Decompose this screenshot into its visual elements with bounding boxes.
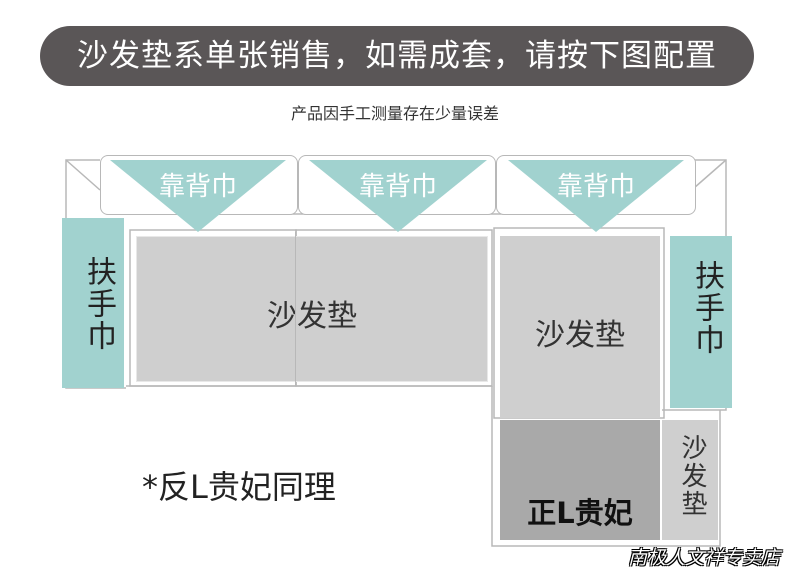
main-seat-cushion: 沙发垫 [136,236,488,382]
cushion-label: 沙发垫 [535,318,625,353]
teal-triangle-shape [508,160,684,232]
seat-divider [295,232,296,386]
backrest-label: 靠背巾 [358,172,437,202]
store-watermark: 南极人文祥专卖店 [627,547,780,569]
measurement-note: 产品因手工测量存在少量误差 [290,104,499,123]
backrest-towel-2: 靠背巾 [309,160,487,232]
teal-triangle-shape [110,160,286,232]
armrest-label: 扶手巾 [81,256,116,352]
chaise-seat-cushion: 沙发垫 [500,236,660,418]
title-banner: 沙发垫系单张销售，如需成套，请按下图配置 [40,26,754,86]
cushion-label: 沙发垫 [267,299,357,334]
armrest-label: 扶手巾 [689,260,724,356]
left-armrest-towel: 扶手巾 [62,218,124,388]
side-seat-cushion: 沙发垫 [662,420,718,540]
chaise-cushion: 正L贵妃 [500,420,660,540]
reverse-chaise-note: *反L贵妃同理 [142,468,336,506]
backrest-towel-3: 靠背巾 [508,160,684,232]
backrest-label: 靠背巾 [556,172,635,202]
chaise-label: 正L贵妃 [527,496,633,530]
backrest-label: 靠背巾 [158,172,237,202]
banner-text: 沙发垫系单张销售，如需成套，请按下图配置 [77,38,717,74]
right-armrest-towel: 扶手巾 [670,236,732,408]
teal-triangle-shape [309,160,487,232]
cushion-label: 沙发垫 [677,434,707,518]
backrest-towel-1: 靠背巾 [110,160,286,232]
